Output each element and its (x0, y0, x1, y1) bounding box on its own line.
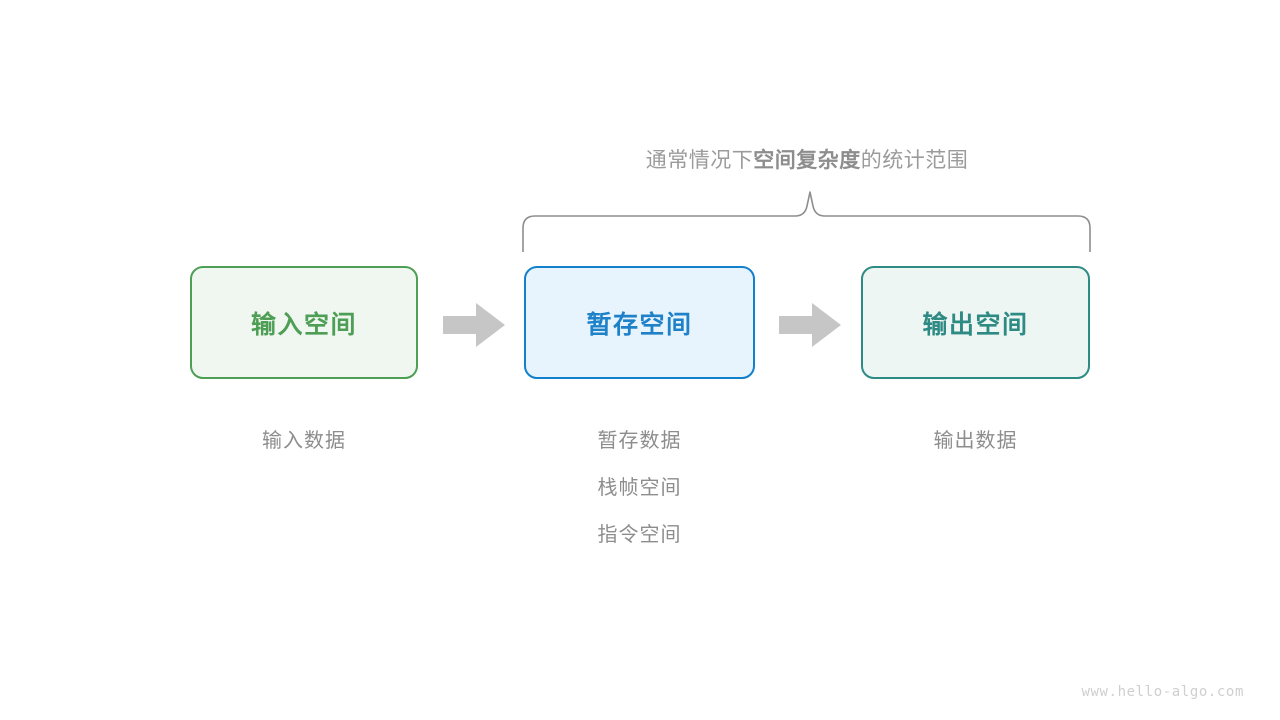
box-output-space[interactable]: 输出空间 (861, 266, 1090, 379)
box-input-space[interactable]: 输入空间 (190, 266, 418, 379)
box-temp-space[interactable]: 暂存空间 (524, 266, 755, 379)
box-output-space-label: 输出空间 (922, 310, 1029, 339)
notes-input-space: 输入数据 (190, 418, 418, 465)
note-line: 暂存数据 (597, 430, 682, 452)
notes-output-space: 输出数据 (861, 418, 1090, 465)
arrow-right-icon (779, 303, 841, 347)
note-line: 输出数据 (933, 430, 1018, 452)
arrow-right-icon (443, 303, 505, 347)
scope-caption-emphasis: 空间复杂度 (753, 149, 861, 172)
note-line: 栈帧空间 (597, 477, 682, 499)
scope-caption-suffix: 的统计范围 (860, 149, 969, 172)
scope-caption: 通常情况下空间复杂度的统计范围 (523, 146, 1091, 176)
box-temp-space-label: 暂存空间 (586, 310, 693, 339)
curly-brace-icon (522, 191, 1091, 253)
note-line: 指令空间 (597, 524, 682, 546)
arrow-right-icon-glyph (443, 303, 505, 347)
curly-brace (510, 190, 1110, 253)
notes-temp-space: 暂存数据 栈帧空间 指令空间 (524, 418, 755, 559)
scope-caption-prefix: 通常情况下 (645, 149, 754, 172)
arrow-right-icon-glyph (779, 303, 841, 347)
watermark: www.hello-algo.com (1081, 684, 1244, 700)
box-input-space-label: 输入空间 (250, 310, 357, 339)
note-line: 输入数据 (262, 430, 346, 452)
